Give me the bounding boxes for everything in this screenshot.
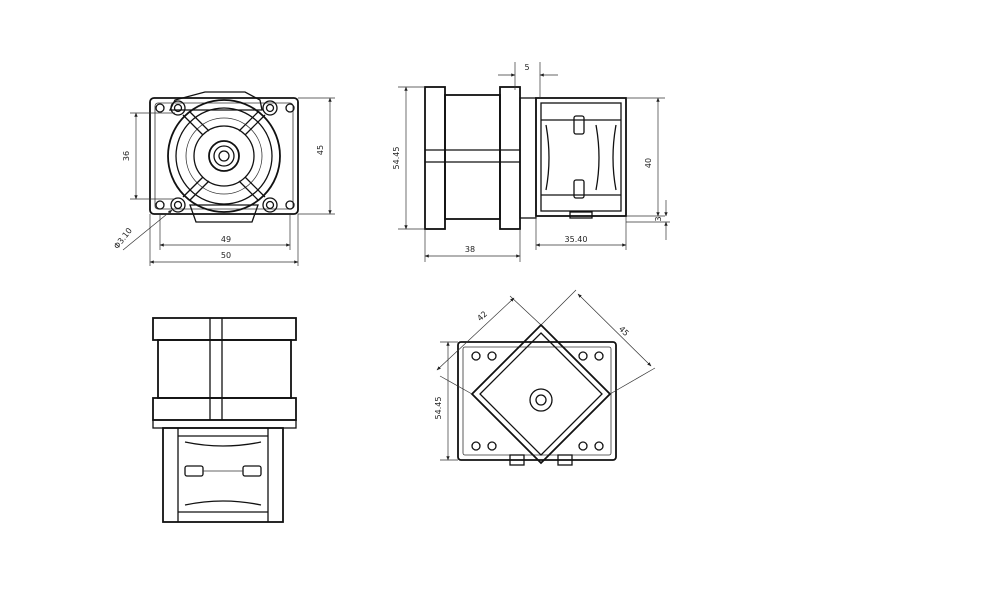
side-view: 5 54.45 40 3 38 35.40: [392, 62, 670, 262]
front-dim-width-outer: 50: [221, 251, 231, 260]
side-dim-small-right: 3: [654, 216, 663, 221]
side-dim-width-left: 38: [465, 245, 475, 254]
side-dim-width-right: 35.40: [565, 235, 588, 244]
front-dim-hole: Φ3.10: [112, 226, 134, 251]
front-dim-height-outer: 45: [316, 145, 325, 155]
rotated-dim-height: 54.45: [434, 397, 443, 420]
side-dim-height-right: 40: [644, 158, 653, 168]
rotated-view: 42 45 54.45: [434, 289, 656, 466]
front-view: 36 45 49 50 Φ3.10: [112, 91, 335, 266]
rotated-dim-diag-right: 45: [617, 324, 631, 338]
front-dim-height-inner: 36: [122, 151, 131, 161]
side-dim-top: 5: [524, 63, 529, 72]
side-dim-height-left: 54.45: [392, 147, 401, 170]
mounting-holes: [155, 100, 295, 213]
top-view: [152, 317, 297, 523]
front-dim-width-inner: 49: [221, 235, 231, 244]
rotated-dim-diag-left: 42: [476, 309, 490, 323]
